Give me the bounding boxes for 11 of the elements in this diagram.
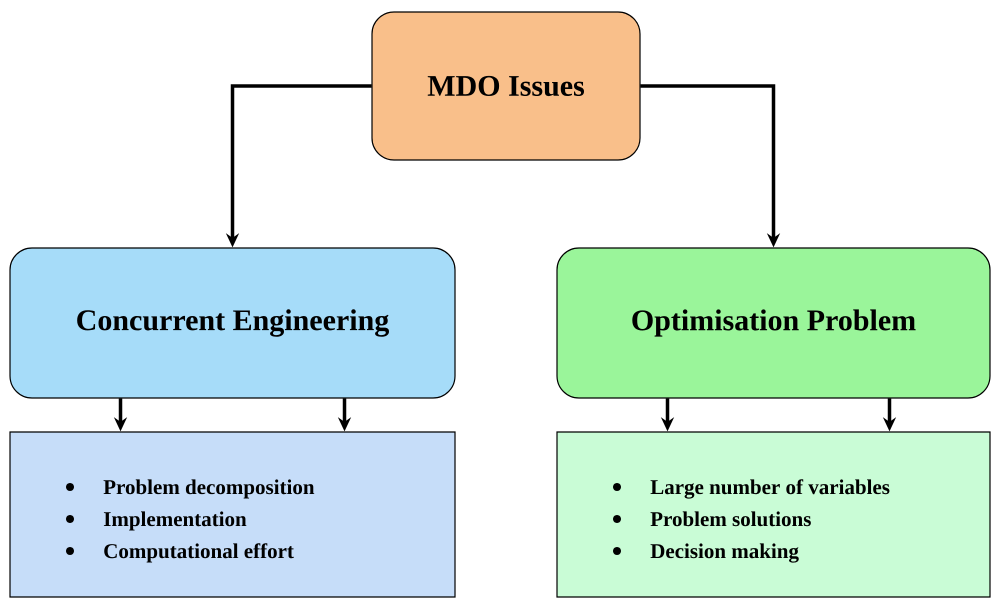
bullet-item: Large number of variables bbox=[650, 479, 890, 499]
category-box: Optimisation Problem bbox=[556, 247, 991, 399]
bullet-list-box bbox=[556, 431, 991, 598]
bullet-list-box bbox=[9, 431, 456, 598]
bullet-item: Decision making bbox=[650, 543, 799, 563]
title-box: MDO Issues bbox=[371, 11, 641, 161]
bullet-item: Problem solutions bbox=[650, 511, 811, 526]
category-box: Concurrent Engineering bbox=[9, 247, 456, 399]
bullet-item: Computational effort bbox=[104, 543, 294, 562]
bullet-item: Implementation bbox=[104, 511, 246, 530]
bullet-item: Problem decomposition bbox=[104, 479, 314, 498]
